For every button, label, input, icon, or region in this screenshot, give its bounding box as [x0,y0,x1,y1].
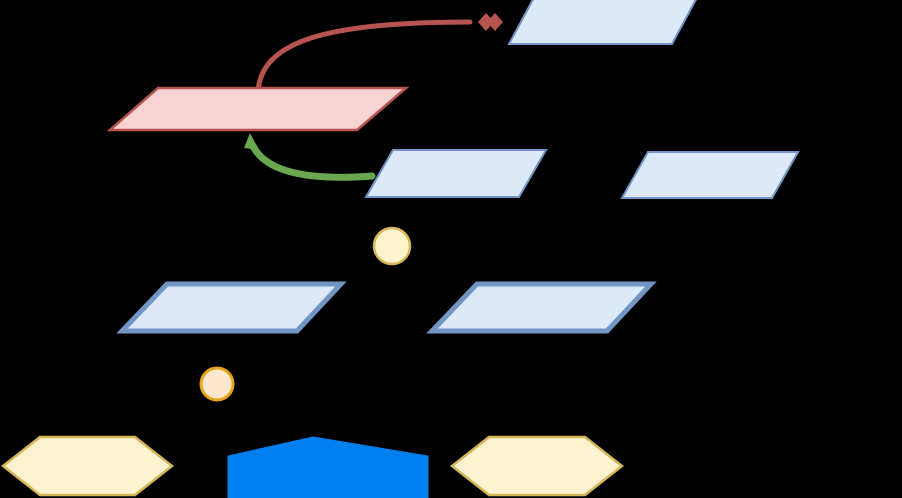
node-goal[interactable] [507,0,700,45]
node-requirement-2[interactable] [426,281,657,334]
node-refinement-1[interactable] [372,226,412,266]
edge-resolution[interactable] [244,133,376,181]
node-sub-goal-2[interactable] [620,151,800,199]
node-domain-property[interactable] [227,436,429,498]
node-requirement-1[interactable] [116,281,347,334]
node-sub-goal-1[interactable] [364,149,548,198]
node-refinement-2[interactable] [199,366,235,402]
node-agent-1[interactable] [0,435,175,497]
node-agent-2[interactable] [449,435,625,497]
node-obstacle[interactable] [106,86,410,132]
edge-obstruction[interactable] [255,13,503,98]
